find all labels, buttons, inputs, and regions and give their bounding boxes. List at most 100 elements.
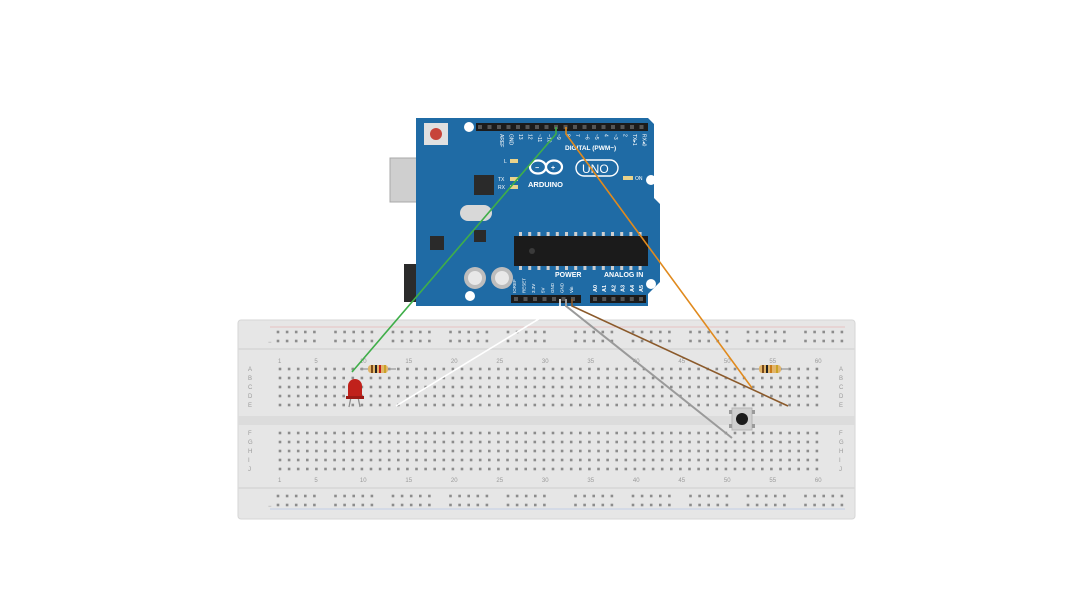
led-tx-label: TX <box>498 177 505 183</box>
row-letter: C <box>248 385 253 391</box>
digital-pin-label: ~5 <box>593 134 599 140</box>
power-label: POWER <box>555 272 581 279</box>
svg-text:−: − <box>535 165 539 172</box>
digital-header <box>476 123 648 131</box>
row-letter: D <box>839 394 844 400</box>
digital-pin-label: GND <box>508 134 514 146</box>
atmega-chip <box>514 236 648 266</box>
column-number: 60 <box>815 478 822 484</box>
row-letter: H <box>839 449 843 455</box>
rail-minus-top: − <box>268 340 272 346</box>
digital-pin-label: 4 <box>603 134 609 137</box>
svg-text:+: + <box>551 165 555 172</box>
digital-pin-label: ~9 <box>555 134 561 140</box>
power-pin-label: GND <box>560 282 565 293</box>
column-number: 5 <box>314 478 318 484</box>
column-number: 45 <box>678 478 685 484</box>
column-number: 55 <box>769 478 776 484</box>
row-letter: C <box>839 385 844 391</box>
digital-pin-label: 7 <box>574 134 580 137</box>
analog-pin-label: A1 <box>602 285 608 292</box>
row-letter: G <box>248 440 253 446</box>
column-number: 30 <box>542 359 549 365</box>
breadboard-labels: 1155101015152020252530303535404045455050… <box>248 359 844 484</box>
analog-pin-label: A5 <box>639 285 645 292</box>
column-number: 15 <box>405 359 412 365</box>
resistor-led[interactable] <box>360 365 396 373</box>
row-letter: D <box>248 394 253 400</box>
led-red[interactable] <box>346 379 364 408</box>
column-number: 60 <box>815 359 822 365</box>
row-letter: H <box>248 449 252 455</box>
row-letter: I <box>839 458 841 464</box>
reset-icon <box>430 128 442 140</box>
wire-orange[interactable] <box>565 127 753 389</box>
wires[interactable] <box>351 127 789 439</box>
digital-pin-label: 2 <box>622 134 628 137</box>
digital-pin-label: ~11 <box>536 134 542 142</box>
wire-white[interactable] <box>395 299 561 407</box>
digital-pin-label: AREF <box>498 134 504 147</box>
wire-green[interactable] <box>351 127 557 373</box>
digital-pin-label: TX▸1 <box>631 134 637 146</box>
row-letter: F <box>839 431 843 437</box>
digital-label: DIGITAL (PWM~) <box>565 145 616 152</box>
led-rx-label: RX <box>498 185 506 191</box>
column-number: 1 <box>278 478 282 484</box>
analog-pin-label: A3 <box>621 285 627 292</box>
wire-brown[interactable] <box>571 299 789 407</box>
breadboard[interactable]: 1155101015152020252530303535404045455050… <box>237 319 856 520</box>
column-number: 45 <box>678 359 685 365</box>
row-letter: E <box>248 403 252 409</box>
digital-pin-label: ~6 <box>584 134 590 140</box>
analog-pin-label: A4 <box>630 284 636 292</box>
column-number: 35 <box>587 478 594 484</box>
row-letter: A <box>248 367 252 373</box>
column-number: 15 <box>405 478 412 484</box>
row-letter: J <box>248 467 251 473</box>
row-letter: J <box>839 467 842 473</box>
resistor-button[interactable] <box>752 365 788 373</box>
analog-label: ANALOG IN <box>604 272 643 279</box>
on-label: ON <box>635 176 643 182</box>
column-number: 20 <box>451 359 458 365</box>
power-pin-label: Vin <box>569 286 574 293</box>
row-letter: A <box>839 367 843 373</box>
power-pin-label: 3.3V <box>531 284 536 293</box>
digital-pin-label: ~3 <box>612 134 618 140</box>
column-number: 25 <box>496 359 503 365</box>
row-letter: I <box>248 458 250 464</box>
digital-pin-label: 13 <box>517 134 523 140</box>
power-pin-label: 5V <box>541 287 546 293</box>
digital-pin-label: ~10 <box>546 134 552 143</box>
digital-pin-label: RX◂0 <box>641 134 647 146</box>
analog-pin-label: A2 <box>611 285 617 292</box>
column-number: 55 <box>769 359 776 365</box>
column-number: 10 <box>360 359 367 365</box>
column-number: 35 <box>587 359 594 365</box>
column-number: 10 <box>360 478 367 484</box>
row-letter: F <box>248 431 252 437</box>
analog-pin-label: A0 <box>593 285 599 292</box>
column-number: 20 <box>451 478 458 484</box>
rail-minus-bottom: − <box>268 504 272 510</box>
power-pin-label: GND <box>550 282 555 293</box>
column-number: 5 <box>314 359 318 365</box>
wire-gray[interactable] <box>565 299 733 439</box>
column-number: 30 <box>542 478 549 484</box>
digital-pin-label: 12 <box>527 134 533 140</box>
led-l-label: L <box>504 159 507 165</box>
column-number: 1 <box>278 359 282 365</box>
row-letter: E <box>839 403 843 409</box>
column-number: 50 <box>724 359 731 365</box>
power-pin-label: IOREF <box>512 279 517 293</box>
column-number: 40 <box>633 478 640 484</box>
column-number: 50 <box>724 478 731 484</box>
row-letter: G <box>839 440 844 446</box>
row-letter: B <box>839 376 843 382</box>
analog-header <box>590 295 646 303</box>
pushbutton[interactable] <box>729 407 755 431</box>
arduino-brand: ARDUINO <box>528 180 563 189</box>
